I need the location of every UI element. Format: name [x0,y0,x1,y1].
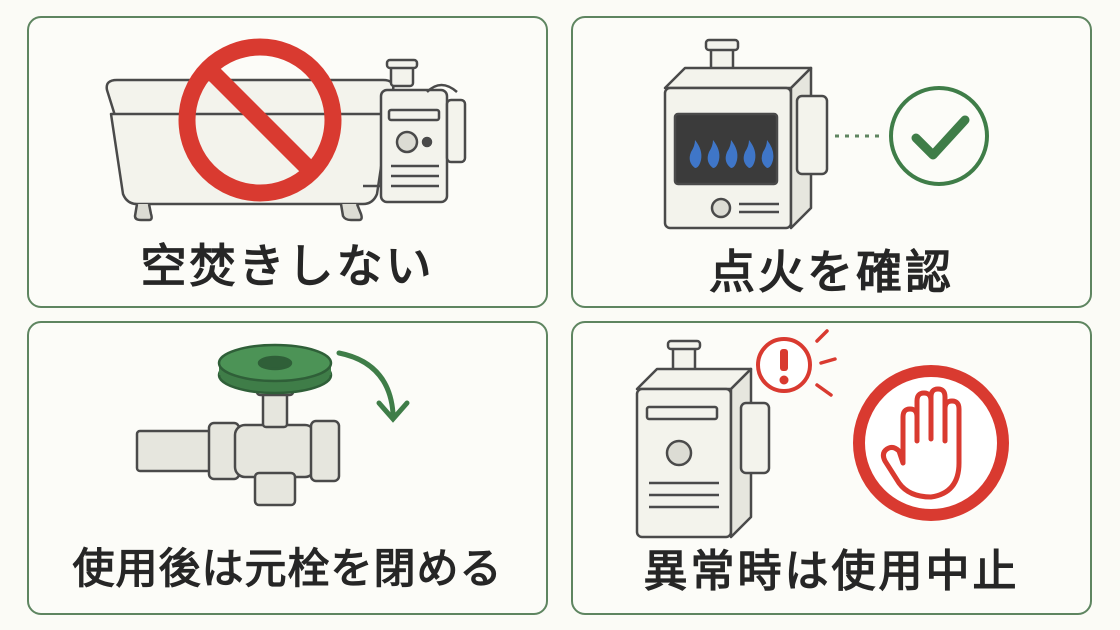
prohibition-icon [178,38,342,202]
gas-valve-icon [135,379,341,507]
clockwise-arrow-icon [336,350,410,423]
water-heater-icon [635,339,771,539]
panel-caption: 異常時は使用中止 [643,546,1020,597]
valve-handle-icon [217,343,333,395]
panel-caption: 点火を確認 [709,245,954,299]
blue-flame-icon [689,140,774,168]
panel-close-main-valve: 使用後は元栓を閉める [27,321,548,615]
warning-exclamation-icon [756,329,837,397]
panel-no-empty-heating: 空焚きしない [27,16,548,308]
panel-stop-if-abnormal: 異常時は使用中止 [571,321,1092,615]
stop-hand-icon [853,365,1009,521]
panel-caption: 使用後は元栓を閉める [72,544,503,593]
panel-confirm-ignition: 点火を確認 [571,16,1092,308]
panel-caption: 空焚きしない [140,239,435,293]
water-heater-icon [363,58,467,204]
check-circle-icon [889,86,989,186]
gas-heater-icon [663,38,829,230]
